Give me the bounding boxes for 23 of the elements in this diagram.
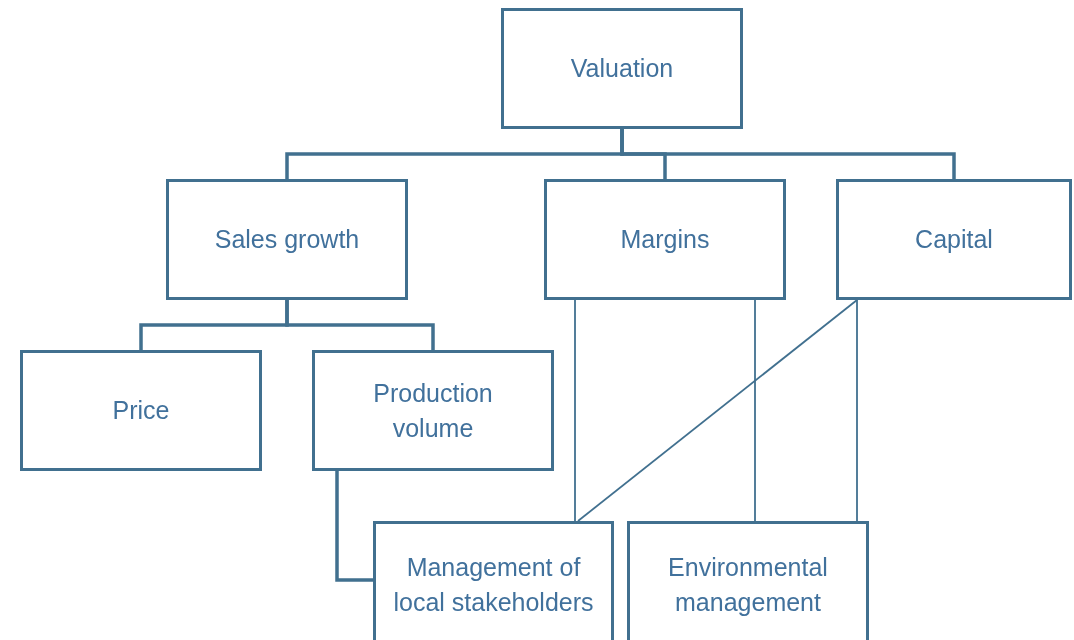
process-box (166, 179, 408, 300)
process-box (312, 350, 554, 471)
box-label: Valuation (570, 53, 674, 84)
connector-line (856, 299, 858, 522)
connector-line (754, 299, 756, 522)
box-label: Management of local stakeholders (392, 552, 595, 618)
process-box (373, 521, 614, 640)
box-label: Environmental management (667, 552, 829, 618)
connector-line (574, 299, 576, 522)
box-label: Sales growth (214, 224, 360, 255)
box-label: Margins (620, 224, 710, 255)
process-box (20, 350, 262, 471)
connector-line (335, 471, 373, 582)
process-box (501, 8, 743, 129)
connector-line (285, 300, 435, 350)
process-box (836, 179, 1072, 300)
process-box (627, 521, 869, 640)
box-label: Production volume (372, 377, 494, 444)
connector-line (577, 299, 858, 522)
box-label: Capital (915, 224, 993, 255)
connector-line (620, 129, 956, 179)
box-label: Price (112, 395, 170, 426)
process-box (544, 179, 786, 300)
